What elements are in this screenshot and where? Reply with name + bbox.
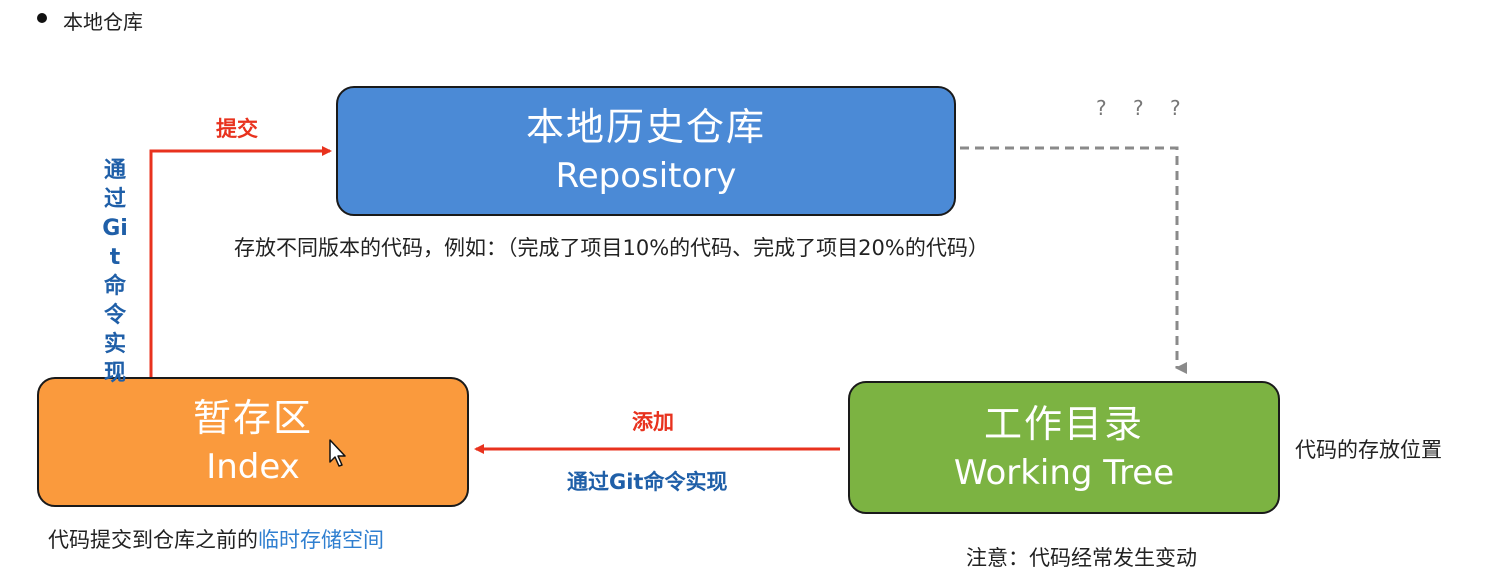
index-description-prefix: 代码提交到仓库之前的: [48, 528, 258, 552]
section-heading: 本地仓库: [63, 10, 143, 34]
repository-subtitle: Repository: [555, 156, 737, 196]
index-description: 代码提交到仓库之前的临时存储空间: [48, 524, 384, 554]
checkout-dashed-arrow: [960, 146, 1187, 374]
working-tree-subtitle: Working Tree: [953, 452, 1175, 493]
working-tree-box: 工作目录 Working Tree: [848, 381, 1280, 514]
index-box: 暂存区 Index: [37, 377, 469, 507]
working-tree-side-note: 代码的存放位置: [1295, 438, 1442, 462]
mouse-cursor-icon: [329, 439, 346, 467]
commit-label: 提交: [216, 117, 258, 141]
index-title: 暂存区: [192, 396, 313, 440]
unknown-operation-label: ? ? ?: [1096, 96, 1191, 120]
repository-box: 本地历史仓库 Repository: [336, 86, 956, 216]
add-via-label: 通过Git命令实现: [567, 470, 728, 494]
repository-description: 存放不同版本的代码，例如：（完成了项目10%的代码、完成了项目20%的代码）: [234, 236, 989, 260]
bullet-icon: [37, 13, 47, 23]
working-tree-title: 工作目录: [983, 401, 1144, 446]
index-description-highlight: 临时存储空间: [258, 528, 384, 552]
index-subtitle: Index: [206, 447, 300, 487]
working-tree-bottom-note: 注意：代码经常发生变动: [966, 546, 1197, 570]
repository-title: 本地历史仓库: [525, 105, 766, 149]
commit-arrow: [149, 146, 332, 377]
add-label: 添加: [632, 410, 674, 434]
commit-via-label: 通过Git命令实现: [102, 158, 128, 386]
